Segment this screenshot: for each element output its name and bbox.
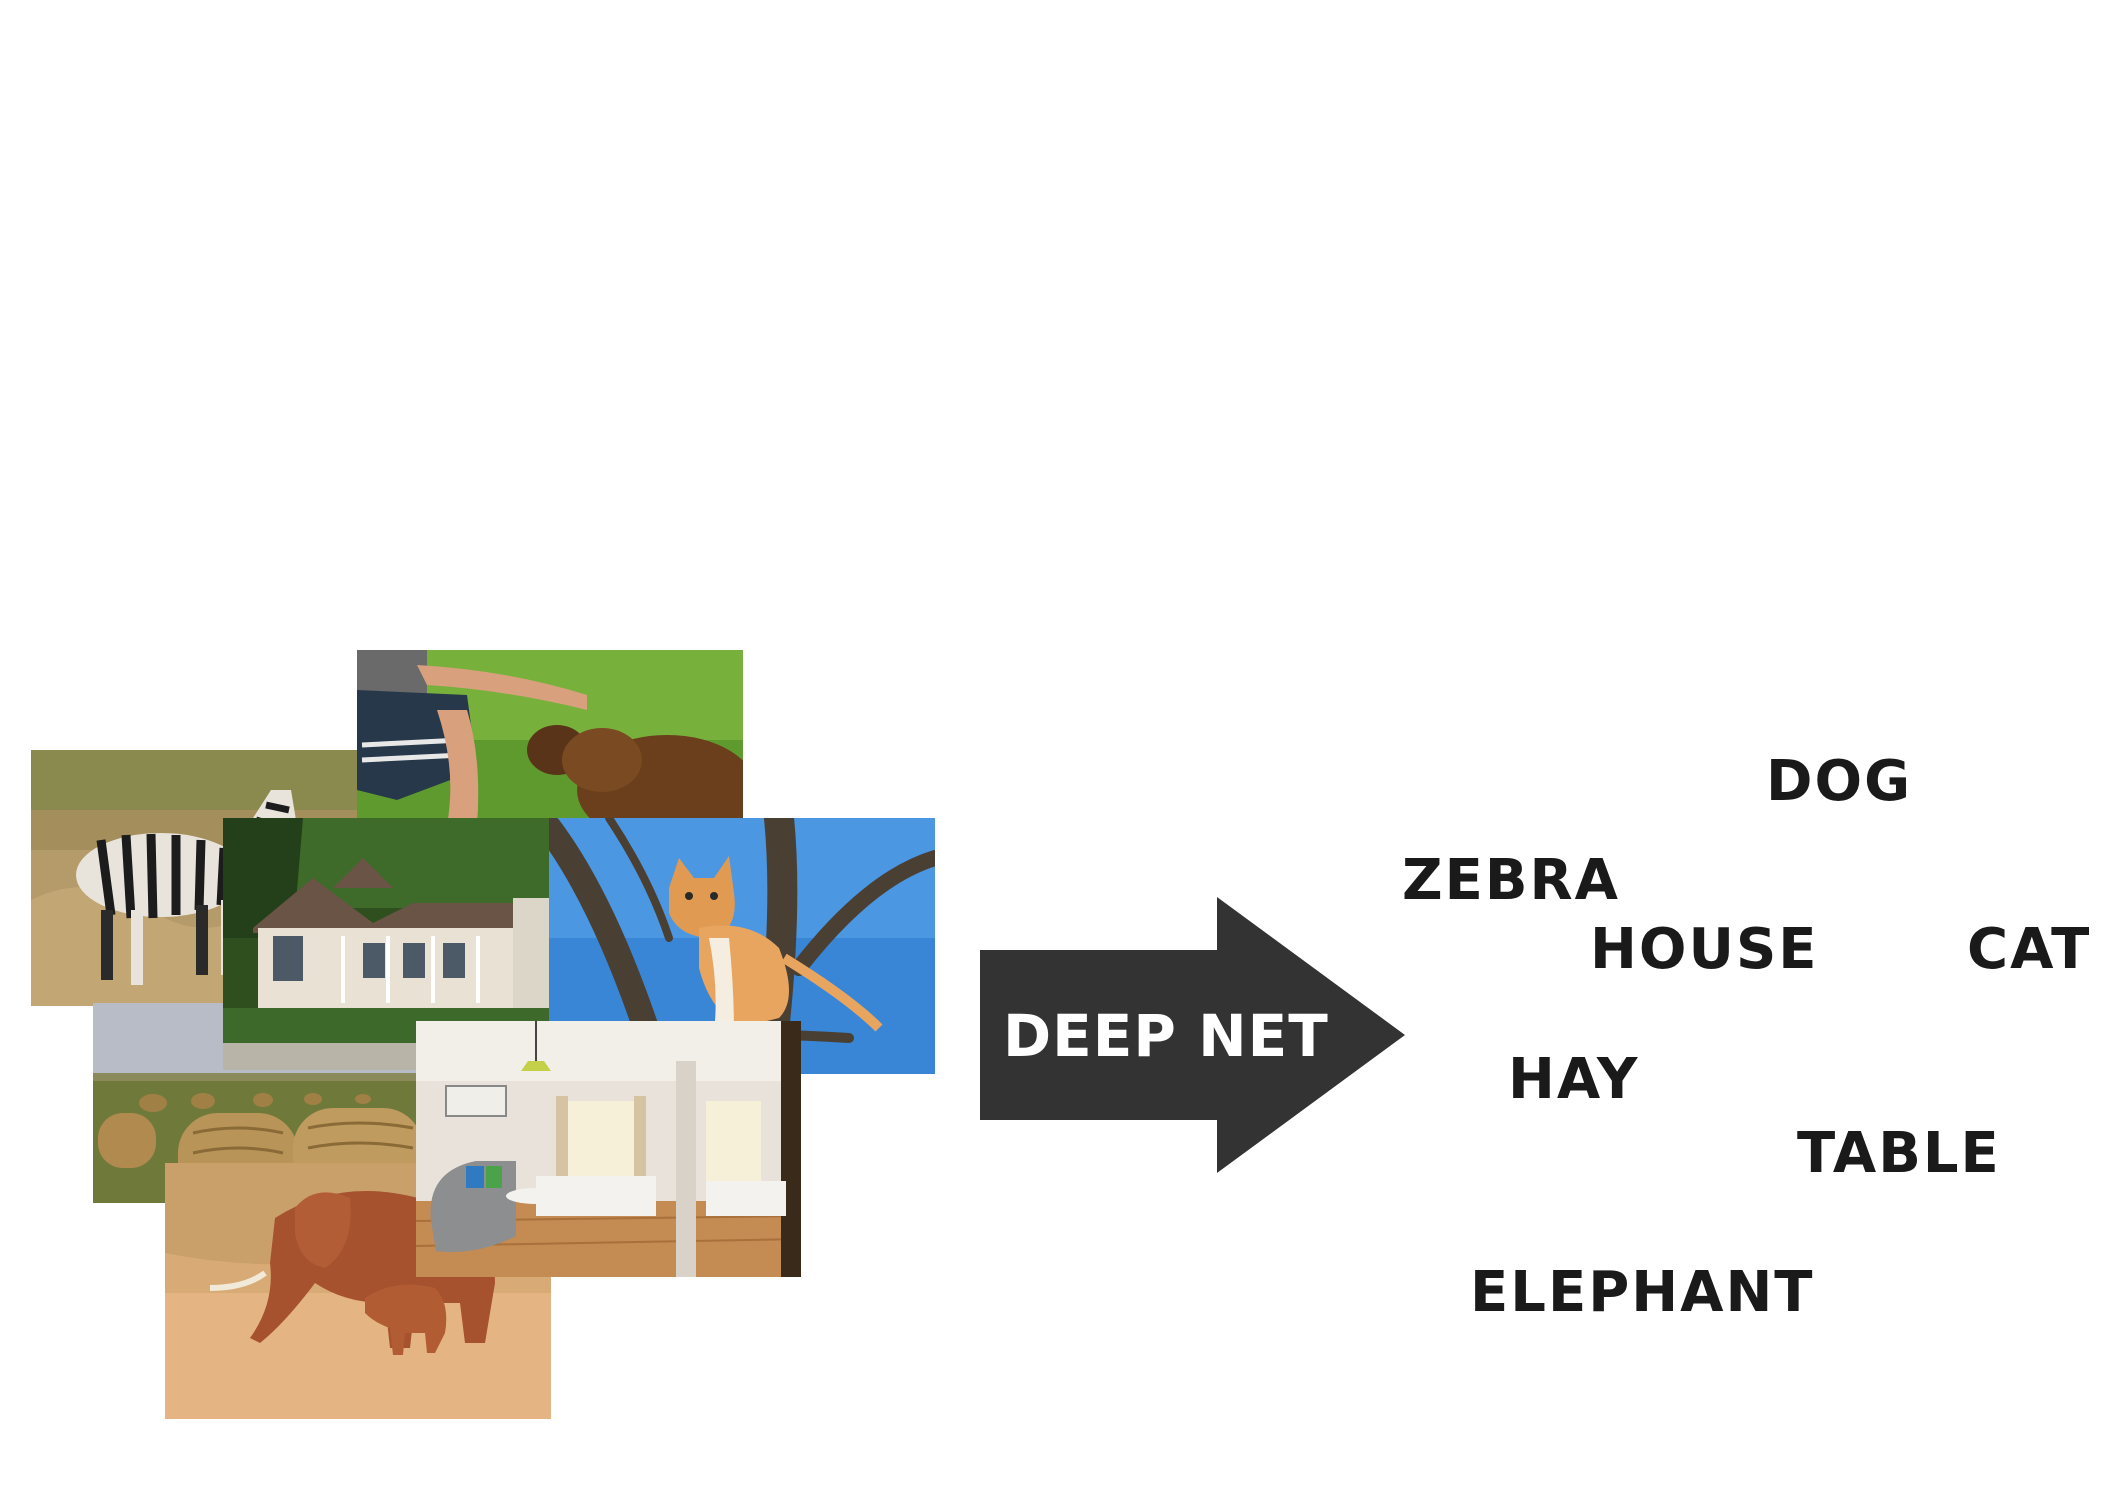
arrow-icon bbox=[980, 897, 1405, 1173]
output-label-elephant: ELEPHANT bbox=[1470, 1260, 1815, 1325]
deep-net-label: DEEP NET bbox=[1003, 1002, 1329, 1070]
output-label-hay: HAY bbox=[1508, 1047, 1640, 1112]
output-label-cat: CAT bbox=[1967, 917, 2092, 982]
output-label-zebra: ZEBRA bbox=[1402, 848, 1621, 913]
output-label-dog: DOG bbox=[1766, 749, 1913, 814]
bedroom-photo bbox=[416, 1021, 801, 1277]
deep-net-arrow-shape bbox=[980, 897, 1405, 1173]
output-label-house: HOUSE bbox=[1590, 917, 1819, 982]
output-label-table: TABLE bbox=[1797, 1121, 2001, 1186]
